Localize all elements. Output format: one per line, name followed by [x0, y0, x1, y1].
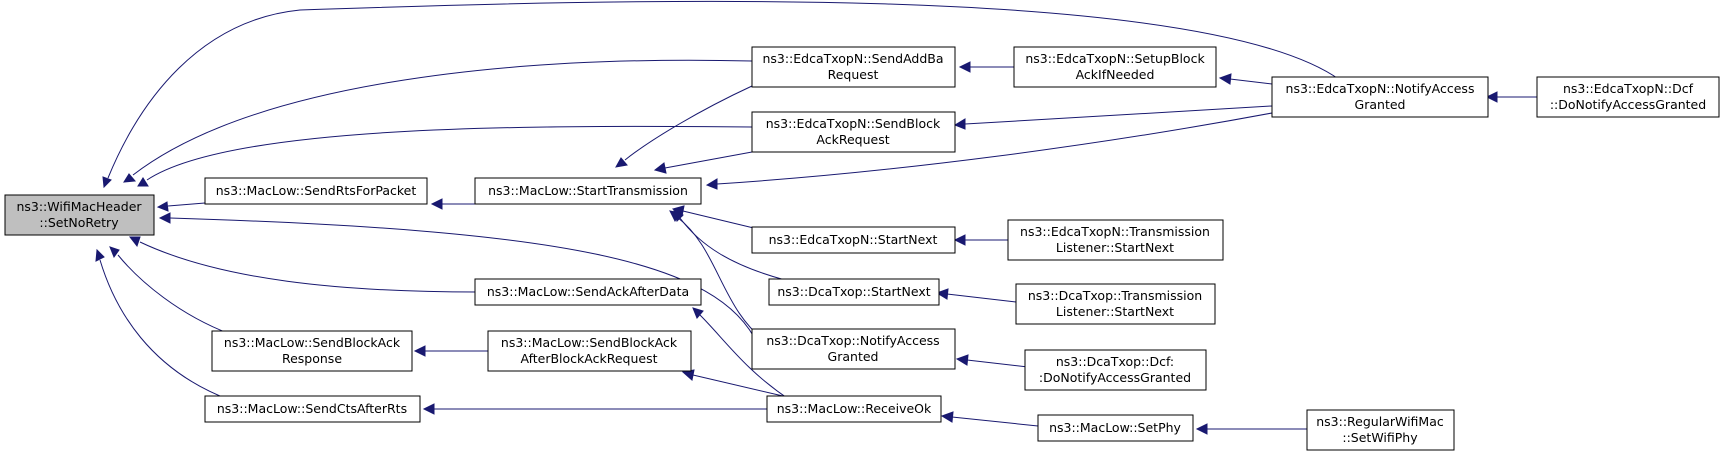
node-edca-sendblockackreq[interactable]: ns3::EdcaTxopN::SendBlock AckRequest — [751, 111, 956, 153]
node-sendblockackresponse[interactable]: ns3::MacLow::SendBlockAck Response — [211, 330, 413, 372]
node-sendrtsforpacket[interactable]: ns3::MacLow::SendRtsForPacket — [204, 177, 428, 205]
edge-sendblockackresponse-to-setnoretry — [109, 246, 231, 335]
edge-edca-notifyaccess-to-edca-setupblockack — [1218, 73, 1273, 85]
node-regular-setwifiphy-line1: ns3::RegularWifiMac — [1316, 414, 1444, 429]
node-edca-startnext[interactable]: ns3::EdcaTxopN::StartNext — [751, 226, 956, 254]
edge-dca-dcf-donotify-to-dca-notifyaccess — [955, 354, 1029, 368]
node-sendblockackresponse-line1: ns3::MacLow::SendBlockAck — [224, 335, 401, 350]
node-setphy[interactable]: ns3::MacLow::SetPhy — [1037, 414, 1194, 442]
node-sendblockackafterbar[interactable]: ns3::MacLow::SendBlockAck AfterBlockAckR… — [487, 330, 692, 372]
node-edca-setupblockack-line2: AckIfNeeded — [1076, 67, 1155, 82]
node-dca-notifyaccess-line1: ns3::DcaTxop::NotifyAccess — [766, 333, 939, 348]
node-edca-sendblockackreq-line1: ns3::EdcaTxopN::SendBlock — [766, 116, 941, 131]
edge-edca-tl-startnext-to-edca-startnext — [953, 234, 1008, 246]
edge-sendctsafterrts-to-setnoretry — [95, 248, 231, 401]
node-edca-startnext-label: ns3::EdcaTxopN::StartNext — [769, 232, 938, 247]
nodes-layer: ns3::WifiMacHeader ::SetNoRetry ns3::Mac… — [4, 46, 1720, 451]
edge-edca-dcf-donotify-to-edca-notifyaccess — [1485, 91, 1537, 103]
edge-edca-startnext-to-starttransmission — [671, 205, 763, 231]
node-receiveok-label: ns3::MacLow::ReceiveOk — [777, 401, 932, 416]
edge-edca-sendaddba-to-setnoretry — [123, 59, 753, 183]
node-edca-tl-startnext-line1: ns3::EdcaTxopN::Transmission — [1020, 224, 1210, 239]
node-edca-dcf-donotify-line2: ::DoNotifyAccessGranted — [1550, 97, 1706, 112]
node-sendblockackafterbar-line2: AfterBlockAckRequest — [520, 351, 657, 366]
node-edca-setupblockack-line1: ns3::EdcaTxopN::SetupBlock — [1025, 51, 1205, 66]
node-setnoretry-line1: ns3::WifiMacHeader — [16, 199, 142, 214]
edge-edca-sendaddba-to-starttransmission — [615, 85, 753, 168]
node-edca-tl-startnext-line2: Listener::StartNext — [1056, 240, 1174, 255]
node-setphy-label: ns3::MacLow::SetPhy — [1049, 420, 1181, 435]
node-dca-tl-startnext-line2: Listener::StartNext — [1056, 304, 1174, 319]
node-regular-setwifiphy-line2: ::SetWifiPhy — [1342, 430, 1418, 445]
node-sendctsafterrts[interactable]: ns3::MacLow::SendCtsAfterRts — [204, 395, 421, 423]
node-edca-setupblockack[interactable]: ns3::EdcaTxopN::SetupBlock AckIfNeeded — [1013, 46, 1217, 88]
edges-layer — [95, 0, 1537, 435]
edge-dca-tl-startnext-to-dca-startnext — [935, 288, 1017, 303]
node-setnoretry[interactable]: ns3::WifiMacHeader ::SetNoRetry — [4, 194, 155, 236]
node-receiveok[interactable]: ns3::MacLow::ReceiveOk — [766, 395, 942, 423]
edge-edca-notifyaccess-to-edca-sendblockackreq — [953, 105, 1273, 130]
node-edca-dcf-donotify-line1: ns3::EdcaTxopN::Dcf — [1563, 81, 1694, 96]
node-edca-notifyaccess-line1: ns3::EdcaTxopN::NotifyAccess — [1286, 81, 1475, 96]
edge-sendackafterdata-to-setnoretry — [128, 236, 479, 293]
node-sendblockackresponse-line2: Response — [282, 351, 342, 366]
node-edca-dcf-donotify[interactable]: ns3::EdcaTxopN::Dcf ::DoNotifyAccessGran… — [1536, 76, 1720, 118]
node-starttransmission[interactable]: ns3::MacLow::StartTransmission — [474, 177, 702, 205]
node-dca-dcf-donotify[interactable]: ns3::DcaTxop::Dcf: :DoNotifyAccessGrante… — [1024, 349, 1207, 391]
node-dca-tl-startnext-line1: ns3::DcaTxop::Transmission — [1028, 288, 1202, 303]
node-dca-tl-startnext[interactable]: ns3::DcaTxop::Transmission Listener::Sta… — [1015, 283, 1216, 325]
edge-edca-notifyaccess-to-setnoretry — [102, 0, 1341, 189]
node-dca-notifyaccess[interactable]: ns3::DcaTxop::NotifyAccess Granted — [751, 328, 956, 370]
node-edca-sendaddba-line2: Request — [828, 67, 879, 82]
node-setnoretry-line2: ::SetNoRetry — [39, 215, 119, 230]
edge-sendblockackafterbar-to-sendblockackresponse — [413, 345, 490, 357]
node-sendackafterdata-label: ns3::MacLow::SendAckAfterData — [487, 284, 689, 299]
node-sendackafterdata[interactable]: ns3::MacLow::SendAckAfterData — [474, 278, 702, 306]
node-dca-startnext[interactable]: ns3::DcaTxop::StartNext — [768, 278, 940, 306]
edge-edca-sendblockackreq-to-setnoretry — [137, 125, 753, 187]
node-dca-dcf-donotify-line1: ns3::DcaTxop::Dcf: — [1056, 354, 1174, 369]
node-edca-sendblockackreq-line2: AckRequest — [816, 132, 889, 147]
node-edca-notifyaccess-line2: Granted — [1355, 97, 1406, 112]
node-dca-notifyaccess-line2: Granted — [828, 349, 879, 364]
node-sendrtsforpacket-label: ns3::MacLow::SendRtsForPacket — [216, 183, 417, 198]
node-sendblockackafterbar-line1: ns3::MacLow::SendBlockAck — [501, 335, 678, 350]
node-dca-startnext-label: ns3::DcaTxop::StartNext — [777, 284, 930, 299]
node-edca-notifyaccess[interactable]: ns3::EdcaTxopN::NotifyAccess Granted — [1271, 76, 1489, 118]
node-dca-dcf-donotify-line2: :DoNotifyAccessGranted — [1039, 370, 1191, 385]
edge-setphy-to-receiveok — [940, 411, 1039, 427]
edge-edca-notifyaccess-to-starttransmission — [705, 112, 1273, 190]
node-edca-tl-startnext[interactable]: ns3::EdcaTxopN::Transmission Listener::S… — [1007, 219, 1224, 261]
edge-edca-sendblockackreq-to-starttransmission — [653, 151, 753, 174]
edge-dca-notifyaccess-to-setnoretry — [158, 212, 759, 346]
node-edca-sendaddba[interactable]: ns3::EdcaTxopN::SendAddBa Request — [751, 46, 956, 88]
edge-receiveok-to-sendctsafterrts — [422, 403, 767, 415]
edge-starttransmission-to-sendrtsforpacket — [430, 198, 475, 210]
edge-sendrtsforpacket-to-setnoretry — [156, 201, 206, 212]
node-edca-sendaddba-line1: ns3::EdcaTxopN::SendAddBa — [762, 51, 943, 66]
node-regular-setwifiphy[interactable]: ns3::RegularWifiMac ::SetWifiPhy — [1306, 409, 1455, 451]
node-starttransmission-label: ns3::MacLow::StartTransmission — [488, 183, 688, 198]
node-sendctsafterrts-label: ns3::MacLow::SendCtsAfterRts — [217, 401, 407, 416]
edge-regular-setwifiphy-to-setphy — [1195, 423, 1307, 435]
edge-edca-setupblockack-to-edca-sendaddba — [958, 61, 1014, 73]
edge-receiveok-to-sendackafterdata — [692, 307, 791, 401]
